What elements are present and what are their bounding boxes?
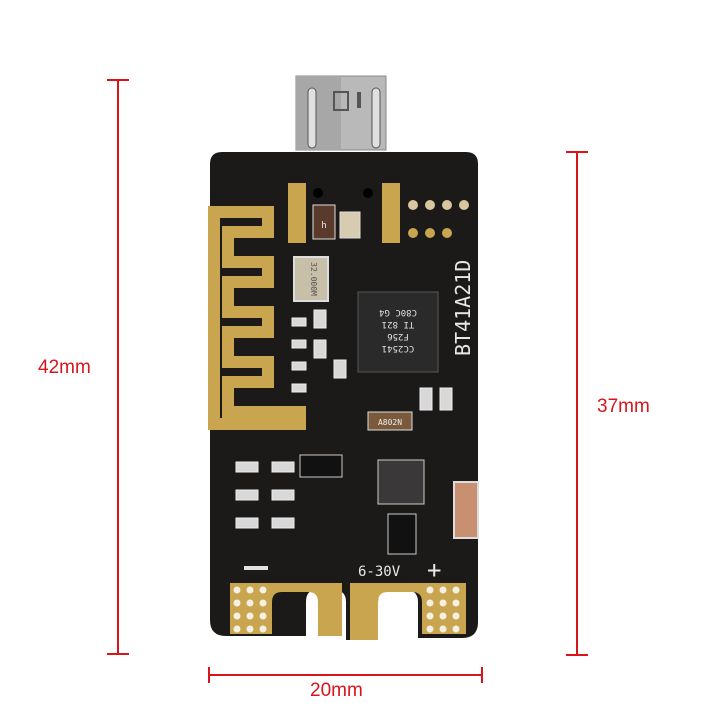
- minus-marking: [244, 566, 268, 570]
- dim-bottom-line: [208, 674, 482, 676]
- usb-connector: [295, 75, 387, 151]
- plus-marking: +: [427, 556, 441, 584]
- inductor-marking: h: [321, 221, 326, 231]
- svg-text:32.000M: 32.000M: [309, 262, 318, 296]
- svg-text:C80C G4: C80C G4: [379, 307, 417, 317]
- svg-text:TI 821: TI 821: [382, 319, 415, 329]
- dim-left-line: [117, 79, 119, 654]
- dim-bottom-label: 20mm: [310, 680, 363, 701]
- dim-left-bottom-cap: [107, 653, 129, 655]
- dim-bottom-right-cap: [481, 667, 483, 683]
- svg-text:F256: F256: [387, 331, 409, 341]
- svg-text:A802N: A802N: [378, 418, 402, 427]
- dim-right-label: 37mm: [597, 396, 650, 417]
- voltage-label: 6-30V: [358, 564, 401, 580]
- dim-right-bottom-cap: [566, 654, 588, 656]
- svg-text:BT41A21D: BT41A21D: [451, 260, 475, 356]
- dim-left-label: 42mm: [38, 357, 91, 378]
- dim-right-line: [576, 151, 578, 655]
- svg-text:CC2541: CC2541: [382, 343, 415, 353]
- solder-pads: [230, 583, 466, 640]
